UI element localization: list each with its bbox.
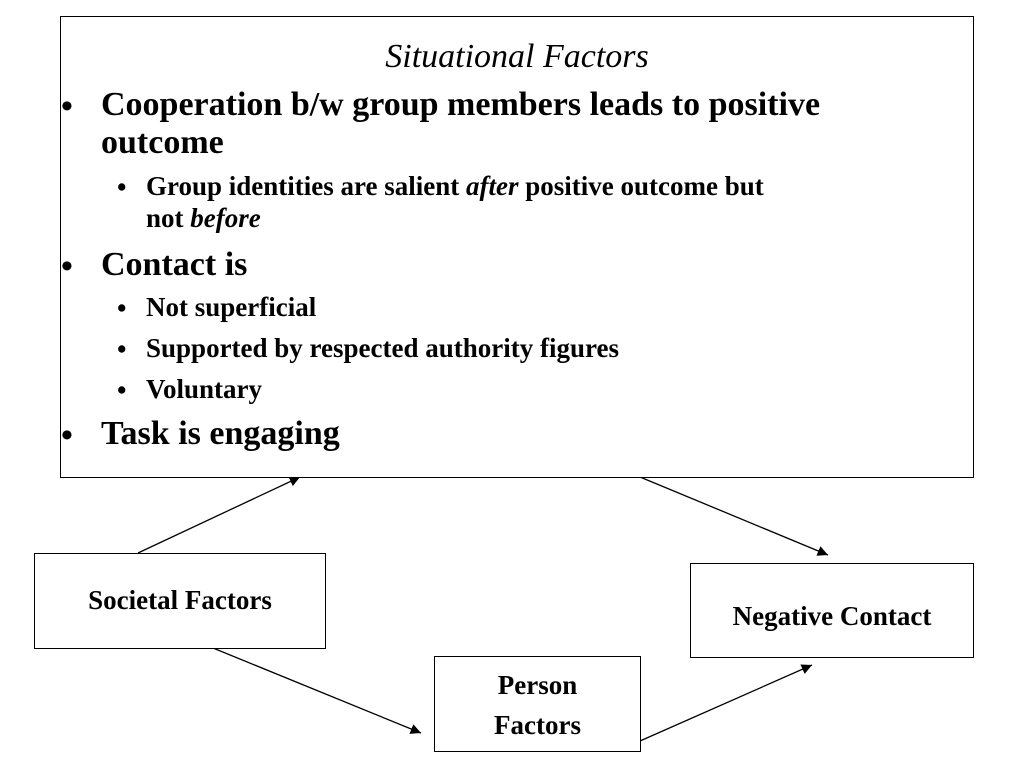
item-task-engaging: Task is engaging: [101, 415, 340, 452]
sub-bullet-3: •: [117, 334, 127, 364]
situational-title: Situational Factors: [385, 38, 649, 75]
societal-factors-label: Societal Factors: [88, 585, 272, 615]
sub-group-identities-line2: not before: [146, 203, 261, 233]
societal-factors-box: Societal Factors: [34, 553, 326, 649]
arrow-person-to-negative: [639, 664, 813, 742]
bullet-3: •: [61, 417, 73, 454]
arrow-societal-to-person: [212, 647, 422, 734]
person-factors-line1: Person: [497, 670, 578, 700]
situational-factors-box: Situational Factors • Cooperation b/w gr…: [60, 16, 974, 478]
bullet-1: •: [61, 88, 73, 125]
sub-bullet-4: •: [117, 375, 127, 405]
item-cooperation-line1: Cooperation b/w group members leads to p…: [101, 86, 821, 123]
item-cooperation-line2: outcome: [101, 124, 224, 161]
negative-contact-box: Negative Contact: [690, 563, 974, 658]
bullet-2: •: [61, 248, 73, 285]
person-factors-line2: Factors: [494, 710, 581, 740]
sub-not-superficial: Not superficial: [146, 292, 317, 322]
item-contact-is: Contact is: [101, 246, 248, 283]
arrow-societal-to-situational: [137, 476, 301, 554]
sub-bullet-2: •: [117, 293, 127, 323]
sub-voluntary: Voluntary: [146, 374, 263, 404]
sub-group-identities-line1: Group identities are salient after posit…: [146, 171, 764, 201]
person-factors-box: Person Factors: [434, 656, 641, 752]
sub-supported-by-authority: Supported by respected authority figures: [146, 333, 620, 363]
arrow-situational-to-negative: [639, 476, 829, 556]
sub-bullet-1: •: [117, 172, 127, 202]
negative-contact-label: Negative Contact: [732, 601, 932, 631]
